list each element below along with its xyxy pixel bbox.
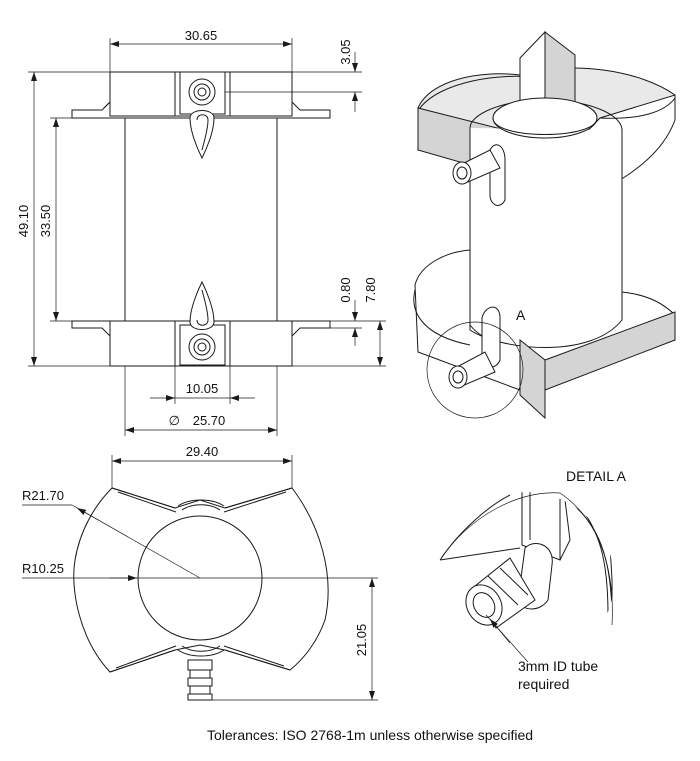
dim-inner-radius: R10.25 bbox=[22, 561, 64, 576]
dim-top-width: 30.65 bbox=[185, 28, 218, 43]
top-view: 29.40 R21.70 R10.25 21.05 bbox=[22, 444, 378, 701]
bottom-teardrop bbox=[189, 280, 215, 330]
top-teardrop bbox=[189, 110, 215, 160]
iso-top-nozzle bbox=[452, 149, 501, 185]
detail-note-line1: 3mm ID tube bbox=[518, 658, 598, 674]
dim-flange-height: 7.80 bbox=[363, 277, 378, 302]
dim-top-thickness: 3.05 bbox=[338, 39, 353, 64]
bottom-port-outer bbox=[188, 333, 216, 361]
dim-port-width: 10.05 bbox=[186, 381, 219, 396]
dim-diameter: 25.70 bbox=[193, 413, 226, 428]
detail-nozzle bbox=[465, 543, 553, 629]
detail-a-view: DETAIL A 3mm ID tube required bbox=[439, 468, 627, 692]
detail-circle bbox=[426, 321, 524, 419]
dim-overall-height: 49.10 bbox=[16, 205, 31, 238]
dim-port-offset: 21.05 bbox=[354, 624, 369, 657]
top-port-outer bbox=[188, 78, 216, 106]
detail-marker: A bbox=[516, 307, 526, 323]
tolerance-note: Tolerances: ISO 2768-1m unless otherwise… bbox=[207, 727, 533, 743]
dim-flange-gap: 0.80 bbox=[338, 277, 353, 302]
iso-bottom-nozzle bbox=[448, 351, 496, 389]
detail-note-line2: required bbox=[518, 676, 569, 692]
dim-top-width-2: 29.40 bbox=[186, 444, 219, 459]
isometric-view: A bbox=[413, 30, 676, 420]
dim-outer-radius: R21.70 bbox=[22, 488, 64, 503]
diameter-symbol: ∅ bbox=[169, 413, 180, 428]
detail-title: DETAIL A bbox=[566, 468, 627, 484]
dim-inner-height: 33.50 bbox=[38, 205, 53, 238]
front-view: 30.65 3.05 49.10 33.50 0.80 7.80 10.05 bbox=[16, 28, 386, 436]
top-view-nozzle bbox=[187, 659, 213, 701]
